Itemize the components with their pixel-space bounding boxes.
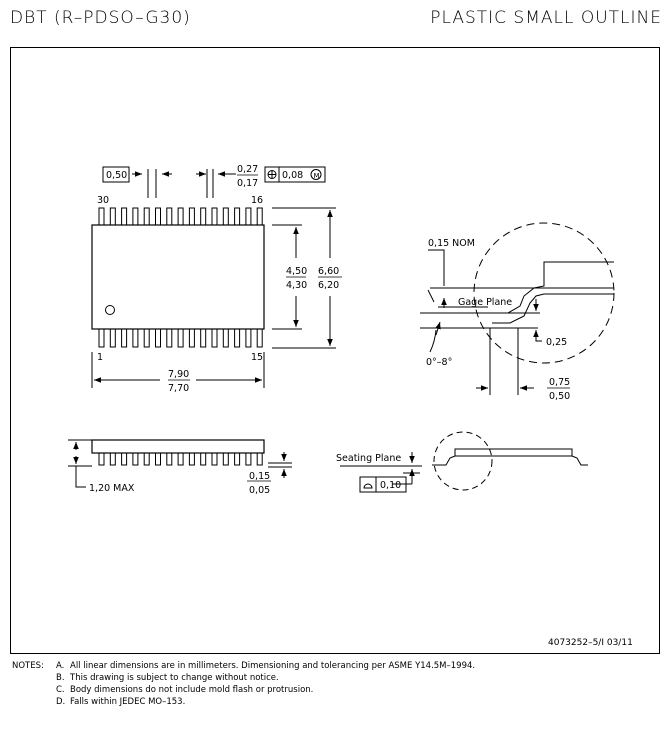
lead-bottom	[234, 328, 241, 348]
position-tolerance-value: 0,08	[282, 170, 303, 181]
pitch-label: 0,50	[106, 170, 127, 181]
document-id: 4073252–5/I 03/11	[548, 638, 633, 648]
lead-side	[98, 452, 105, 466]
position-tolerance-frame	[264, 166, 326, 183]
pin-30-label: 30	[97, 195, 109, 206]
lead-side	[256, 452, 263, 466]
lead-top	[211, 207, 218, 226]
note-b: B.This drawing is subject to change with…	[56, 673, 279, 683]
pin-15-label: 15	[251, 352, 263, 363]
standoff-max: 0,15	[249, 471, 270, 482]
lead-width-max: 0,27	[237, 164, 258, 175]
total-width-max: 6,60	[318, 266, 339, 277]
lead-bottom	[155, 328, 161, 348]
lead-top	[98, 207, 105, 226]
standoff-min: 0,05	[249, 485, 270, 496]
package-code: DBT (R–PDSO–G30)	[10, 8, 191, 28]
lead-bottom	[98, 328, 105, 348]
lead-bottom	[143, 328, 150, 348]
lead-bottom	[121, 328, 128, 348]
lead-bottom	[188, 328, 195, 348]
lead-bottom	[245, 328, 252, 348]
lead-top	[234, 207, 241, 226]
lead-bottom	[132, 328, 139, 348]
lead-side	[166, 452, 173, 466]
lead-bottom	[166, 328, 173, 348]
lead-side	[200, 452, 207, 466]
lead-side	[222, 452, 229, 466]
modifier-m: M	[314, 172, 320, 180]
lead-bottom	[211, 328, 218, 348]
lead-top	[109, 207, 116, 226]
lead-side	[109, 452, 116, 466]
package-type: PLASTIC SMALL OUTLINE	[430, 8, 662, 28]
lead-width-min: 0,17	[237, 178, 258, 189]
lead-side	[245, 452, 252, 466]
lead-side	[143, 452, 150, 466]
lead-top	[166, 207, 173, 226]
lead-top	[200, 207, 207, 226]
body-length-max: 7,90	[168, 369, 189, 380]
side-leads	[98, 452, 263, 466]
lead-top	[256, 207, 263, 226]
lead-side	[121, 452, 128, 466]
height-max-label: 1,20 MAX	[89, 483, 135, 494]
top-leads	[98, 207, 263, 226]
lead-side	[155, 452, 161, 466]
note-d: D.Falls within JEDEC MO–153.	[56, 697, 186, 707]
lead-bottom	[256, 328, 263, 348]
drawing-frame	[10, 47, 660, 654]
package-body-side	[91, 439, 265, 454]
pin1-marker	[105, 305, 115, 315]
detail-circle-small	[433, 431, 493, 491]
total-width-min: 6,20	[318, 280, 339, 291]
body-width-max: 4,50	[286, 266, 307, 277]
seating-plane-label: Seating Plane	[336, 453, 401, 464]
note-a: A.All linear dimensions are in millimete…	[56, 661, 476, 671]
lead-top	[155, 207, 161, 226]
pin-16-label: 16	[251, 195, 263, 206]
foot-length-min: 0,50	[549, 391, 570, 402]
notes-label: NOTES:	[12, 661, 44, 671]
lead-top	[121, 207, 128, 226]
lead-side	[211, 452, 218, 466]
lead-side	[234, 452, 241, 466]
lead-bottom	[177, 328, 184, 348]
lead-top	[177, 207, 184, 226]
note-c: C.Body dimensions do not include mold fl…	[56, 685, 314, 695]
body-length-min: 7,70	[168, 383, 189, 394]
coplanarity-frame	[359, 476, 407, 493]
lead-top	[132, 207, 139, 226]
lead-side	[177, 452, 184, 466]
lead-top	[188, 207, 195, 226]
package-body-top	[91, 224, 265, 330]
foot-length-max: 0,75	[549, 377, 570, 388]
lead-bottom	[200, 328, 207, 348]
lead-bottom	[109, 328, 116, 348]
lead-side	[132, 452, 139, 466]
body-width-min: 4,30	[286, 280, 307, 291]
pin-1-label: 1	[97, 352, 103, 363]
lead-bottom	[222, 328, 229, 348]
lead-side	[188, 452, 195, 466]
pitch-box	[102, 166, 130, 183]
detail-circle-large	[473, 222, 615, 364]
lead-top	[245, 207, 252, 226]
lead-top	[143, 207, 150, 226]
gage-plane-label: Gage Plane	[458, 297, 512, 308]
gage-height-label: 0,25	[546, 337, 567, 348]
bottom-leads	[98, 328, 263, 348]
angle-label: 0°–8°	[426, 357, 452, 368]
coplanarity-value: 0,10	[380, 480, 401, 491]
nominal-thickness-label: 0,15 NOM	[428, 238, 475, 249]
lead-top	[222, 207, 229, 226]
